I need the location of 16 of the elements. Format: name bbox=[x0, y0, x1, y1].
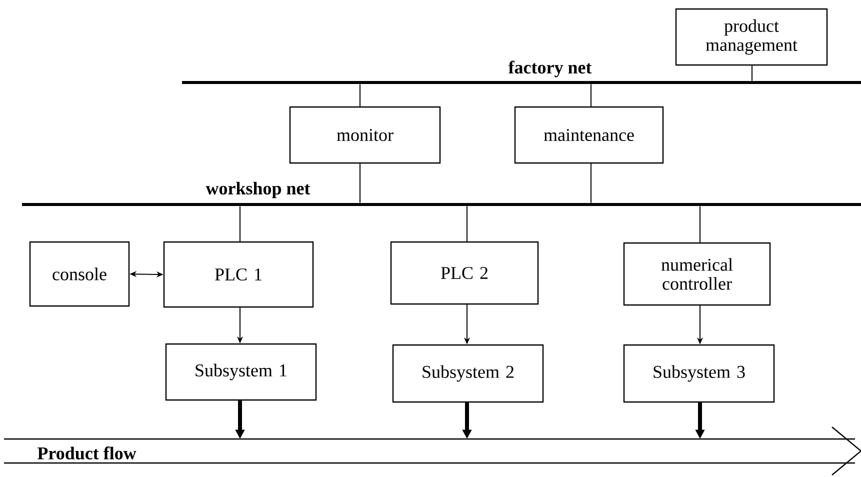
process-box: maintenance bbox=[514, 106, 664, 164]
process-box: PLC 2 bbox=[390, 241, 539, 305]
process-box: product management bbox=[675, 8, 828, 66]
process-box: monitor bbox=[289, 106, 441, 164]
node-label: factory net bbox=[508, 60, 592, 78]
process-box: Subsystem 2 bbox=[392, 344, 544, 403]
node-label: workshop net bbox=[206, 182, 310, 198]
process-box: console bbox=[29, 241, 130, 307]
process-box: numerical controller bbox=[623, 242, 771, 306]
connector bbox=[590, 84, 592, 107]
process-box: Subsystem 3 bbox=[623, 344, 775, 403]
network-bus: workshop net bbox=[22, 182, 861, 206]
connector bbox=[466, 206, 468, 242]
process-box: Subsystem 1 bbox=[165, 343, 317, 401]
connector bbox=[590, 163, 592, 204]
process-box: PLC 1 bbox=[163, 241, 314, 308]
